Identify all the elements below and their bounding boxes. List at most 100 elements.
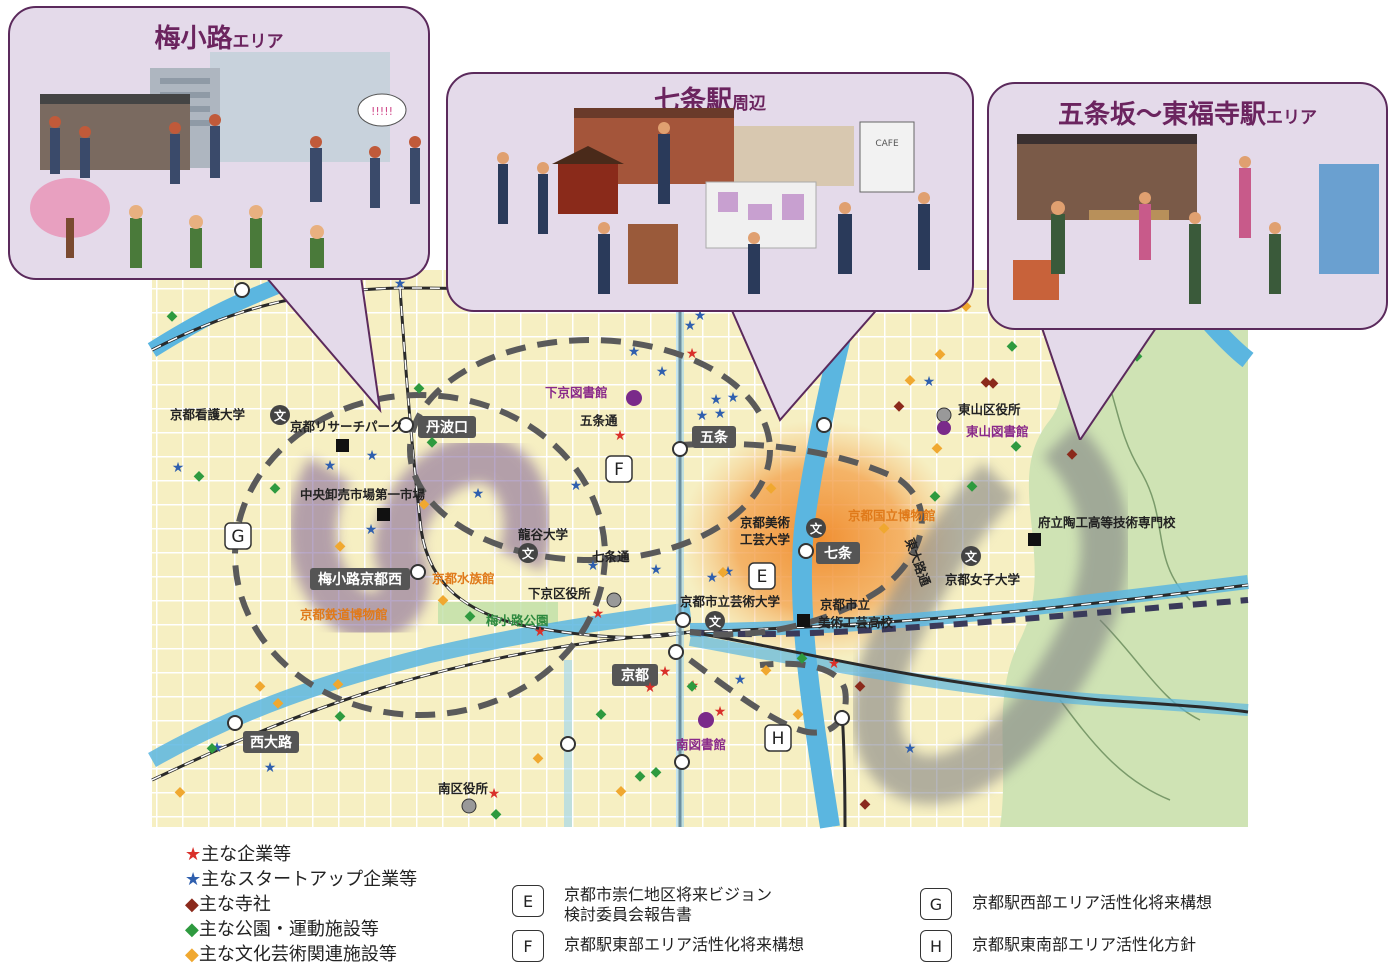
school-icon: 文 (274, 408, 287, 423)
legend-row: ◆主な文化芸術関連施設等 (185, 944, 397, 965)
star-marker: ★ (687, 678, 700, 694)
diamond-marker: ◆ (687, 678, 698, 694)
blue-star-icon: ★ (185, 869, 202, 890)
diamond-marker: ◆ (616, 783, 627, 799)
diamond-marker: ◆ (879, 520, 890, 536)
star-marker: ★ (628, 344, 641, 360)
diamond-marker: ◆ (596, 706, 607, 722)
diamond-marker: ◆ (419, 496, 430, 512)
star-marker: ★ (394, 276, 407, 292)
star-marker: ★ (365, 522, 378, 538)
label-minami-library: 南図書館 (676, 737, 726, 752)
label-higashiyama-ward-office: 東山区役所 (958, 402, 1021, 417)
star-marker: ★ (614, 428, 627, 444)
label-gojo-dori: 五条通 (580, 413, 618, 428)
diamond-marker: ◆ (414, 380, 425, 396)
star-marker: ★ (734, 672, 747, 688)
label-kyoto-womens-univ: 京都女子大学 (945, 572, 1021, 587)
plan-marker-g: G (231, 527, 244, 547)
diamond-marker: ◆ (967, 478, 978, 494)
diamond-marker: ◆ (333, 676, 344, 692)
orange-diamond-icon: ◆ (185, 944, 199, 965)
diamond-marker: ◆ (797, 650, 808, 666)
diamond-marker: ◆ (491, 806, 502, 822)
bubble-gojozaka-title: 五条坂～東福寺駅エリア (1057, 100, 1317, 130)
diamond-marker: ◆ (207, 740, 218, 756)
umekoji-illustration: !!!!! (30, 52, 421, 268)
diamond-marker: ◆ (1007, 338, 1018, 354)
label-shichijo-dori: 七条通 (592, 549, 630, 564)
star-marker: ★ (324, 458, 337, 474)
bubble-pointers (257, 269, 1162, 440)
diamond-marker: ◆ (635, 768, 646, 784)
diamond-marker: ◆ (651, 764, 662, 780)
star-marker: ★ (264, 760, 277, 776)
label-shimogyo-ward-office: 下京区役所 (528, 586, 591, 601)
umekoji-sign: !!!!! (371, 105, 393, 118)
station-tambaguchi: 丹波口 (426, 419, 468, 436)
gojozaka-illustration (1013, 134, 1379, 304)
diamond-marker: ◆ (894, 398, 905, 414)
green-diamond-icon: ◆ (185, 919, 199, 940)
star-marker: ★ (592, 606, 605, 622)
star-marker: ★ (714, 704, 727, 720)
star-marker: ★ (727, 390, 740, 406)
bubble-gojozaka-area: 五条坂～東福寺駅エリア (987, 82, 1388, 330)
shichijo-illustration: CAFE (497, 108, 930, 294)
star-marker: ★ (923, 374, 936, 390)
diamond-marker: ◆ (270, 480, 281, 496)
star-marker: ★ (684, 318, 697, 334)
label-city-arts-highschool-1: 京都市立 (820, 597, 871, 612)
diamond-marker: ◆ (961, 298, 972, 314)
star-marker: ★ (570, 478, 583, 494)
label-city-arts-univ: 京都市立芸術大学 (680, 594, 781, 609)
diamond-marker: ◆ (533, 750, 544, 766)
star-marker: ★ (644, 680, 657, 696)
school-icon: 文 (522, 546, 535, 561)
diamond-marker: ◆ (860, 796, 871, 812)
star-marker: ★ (722, 564, 735, 580)
diamond-marker: ◆ (175, 784, 186, 800)
diamond-marker: ◆ (167, 308, 178, 324)
plan-marker-f: F (614, 460, 624, 480)
diamond-marker: ◆ (335, 538, 346, 554)
label-central-market: 中央卸売市場第一市場 (300, 487, 426, 502)
diamond-marker: ◆ (465, 608, 476, 624)
label-kyoto-nursing-univ: 京都看護大学 (170, 407, 246, 422)
diamond-marker: ◆ (438, 592, 449, 608)
diamond-marker: ◆ (981, 374, 992, 390)
diamond-marker: ◆ (855, 678, 866, 694)
diamond-marker: ◆ (718, 564, 729, 580)
bubble-shichijo-area: 七条駅周辺 CAFE (446, 72, 974, 312)
label-ryukoku-univ: 龍谷大学 (518, 527, 569, 542)
bubble-umekoji-area: 梅小路エリア !!!!! (8, 6, 430, 280)
star-marker: ★ (587, 558, 600, 574)
diamond-marker: ◆ (1067, 446, 1078, 462)
star-marker: ★ (656, 364, 669, 380)
label-bijutsu-kogei-2: 工芸大学 (740, 532, 791, 547)
star-marker: ★ (714, 406, 727, 422)
diamond-marker: ◆ (427, 434, 438, 450)
star-marker: ★ (472, 486, 485, 502)
diamond-marker: ◆ (1011, 438, 1022, 454)
plan-marker-e: E (757, 567, 768, 587)
symbol-legend: ★主な企業等 ★主なスタートアップ企業等 ◆主な寺社 ◆主な公園・運動施設等 ◆… (185, 842, 417, 967)
star-marker: ★ (696, 408, 709, 424)
label-shimogyo-library: 下京図書館 (545, 385, 608, 400)
plan-marker-h: H (772, 729, 785, 749)
label-city-arts-highschool-2: 美術工芸高校 (818, 615, 894, 630)
star-marker: ★ (828, 656, 841, 672)
star-marker: ★ (650, 562, 663, 578)
school-icon: 文 (810, 521, 823, 536)
school-icon: 文 (965, 549, 978, 564)
star-marker: ★ (488, 786, 501, 802)
cafe-sign: CAFE (875, 139, 899, 149)
diamond-marker: ◆ (273, 695, 284, 711)
star-marker: ★ (686, 346, 699, 362)
legend-row: ★主なスタートアップ企業等 (185, 869, 418, 890)
station-umekoji-kyotonishi: 梅小路京都西 (318, 571, 402, 588)
diamond-marker: ◆ (194, 468, 205, 484)
station-nishioji: 西大路 (250, 734, 293, 751)
label-ceramics-school: 府立陶工高等技術専門校 (1038, 515, 1176, 530)
